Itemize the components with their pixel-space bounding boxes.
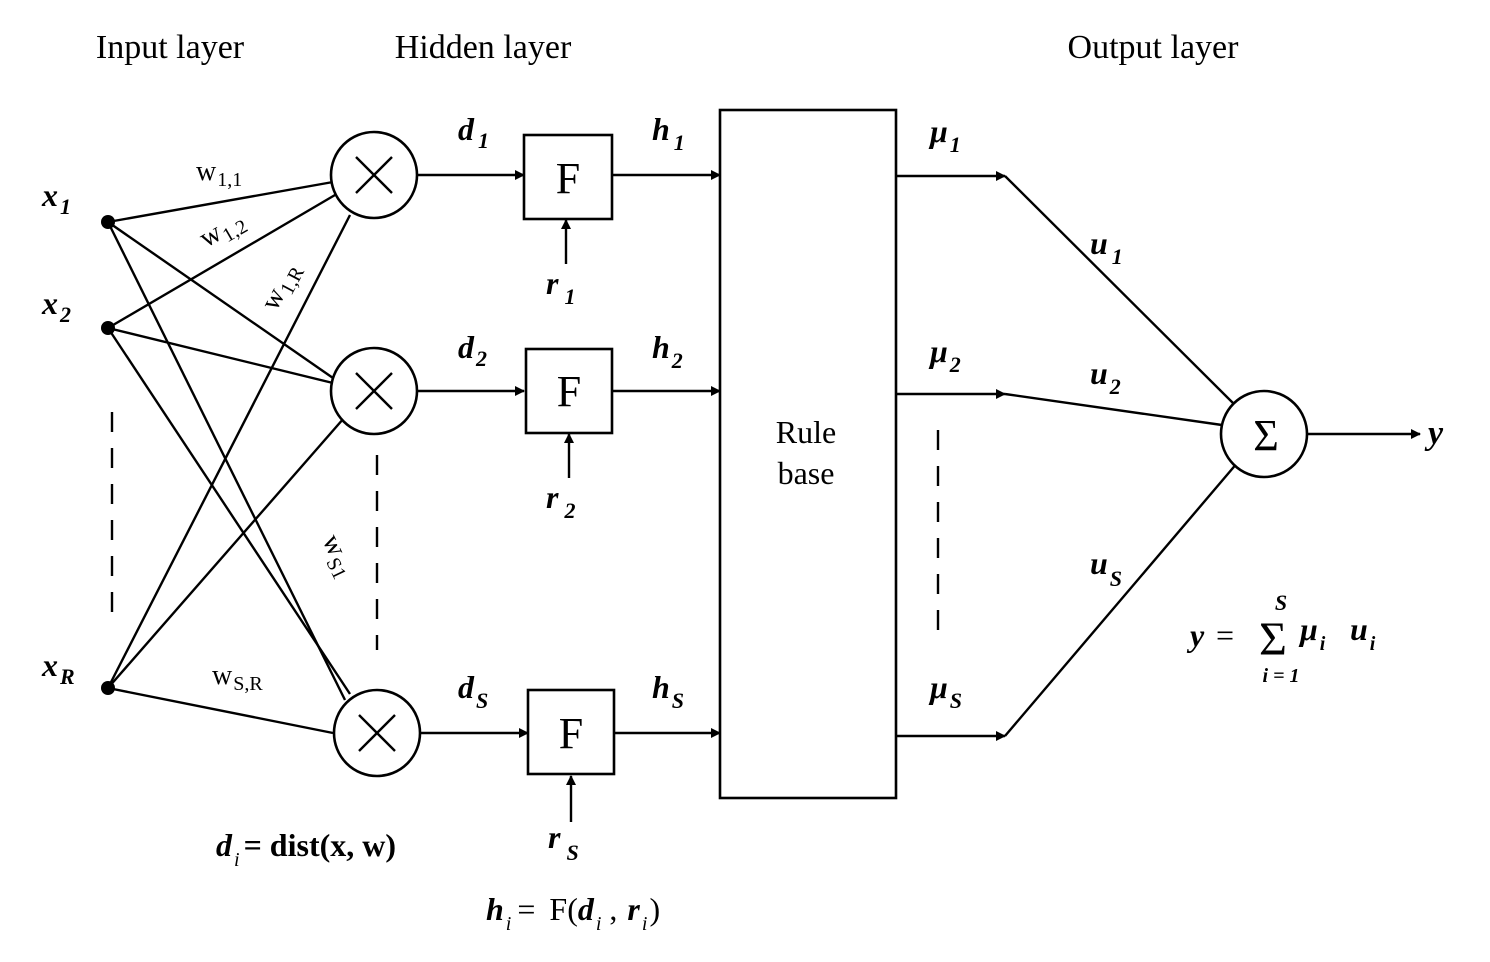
- rule-base-label-line2: base: [778, 455, 835, 491]
- activation-label: F: [559, 709, 583, 758]
- distance-label-d2: d2: [458, 329, 487, 371]
- input-label-xR: xR: [41, 647, 75, 689]
- input-layer-title: Input layer: [96, 29, 245, 66]
- output-weight-label-u2: u2: [1090, 355, 1121, 399]
- edge-u2: [1004, 392, 1223, 427]
- edge-x2-n2: [107, 326, 334, 385]
- activation-box-1: F: [522, 133, 614, 221]
- summation-node: Σ: [1219, 389, 1309, 479]
- input-label-x2: x2: [41, 285, 71, 327]
- weight-label-wS1: wS1: [312, 529, 362, 582]
- distance-node-1: [329, 130, 419, 220]
- output-formula-sigma: Σ: [1259, 613, 1287, 666]
- hidden-output-label-h2: h2: [652, 329, 683, 373]
- edge-xR-nS: [107, 686, 334, 735]
- output-label-y: y: [1424, 415, 1444, 452]
- edge-xR-n2: [107, 417, 345, 689]
- membership-label-muS: μS: [928, 669, 962, 713]
- output-formula-upper: S: [1275, 590, 1287, 615]
- output-layer-title: Output layer: [1068, 29, 1240, 66]
- weight-label-w11: w1,1: [196, 156, 242, 191]
- distance-node-2: [329, 346, 419, 436]
- input-node-x1: [101, 215, 115, 229]
- membership-label-mu2: μ2: [928, 333, 961, 377]
- edge-uS: [1004, 461, 1239, 737]
- input-node-x2: [101, 321, 115, 335]
- input-label-x1: x1: [41, 177, 71, 219]
- weight-label-wSR: wS,R: [212, 660, 263, 695]
- output-formula-eq: =: [1216, 617, 1234, 653]
- activation-box-2: F: [524, 347, 614, 435]
- output-weight-label-uS: uS: [1090, 545, 1122, 591]
- edge-x1-nS: [106, 221, 347, 701]
- edge-x2-nS: [106, 327, 352, 695]
- rule-base-box: Rule base: [718, 108, 898, 800]
- membership-label-mu1: μ1: [928, 113, 961, 157]
- edge-x2-n1: [107, 193, 336, 330]
- distance-node-S: [332, 688, 422, 778]
- activation-box-S: F: [526, 688, 616, 776]
- rule-base-label-line1: Rule: [776, 414, 836, 450]
- distance-label-dS: dS: [458, 669, 488, 713]
- edge-x1-n1: [107, 180, 334, 224]
- sigma-icon: Σ: [1253, 411, 1279, 460]
- output-formula-lhs: y: [1186, 617, 1205, 653]
- hidden-layer-title: Hidden layer: [395, 29, 572, 66]
- input-node-xR: [101, 681, 115, 695]
- edge-u1: [1004, 175, 1241, 411]
- input-connections: [106, 180, 352, 735]
- output-formula-lower: i = 1: [1263, 665, 1300, 687]
- edge-xR-n1: [106, 214, 352, 689]
- activation-label: F: [557, 367, 581, 416]
- hidden-output-label-hS: hS: [652, 669, 684, 713]
- edge-x1-n2: [107, 221, 334, 379]
- activation-label: F: [556, 154, 580, 203]
